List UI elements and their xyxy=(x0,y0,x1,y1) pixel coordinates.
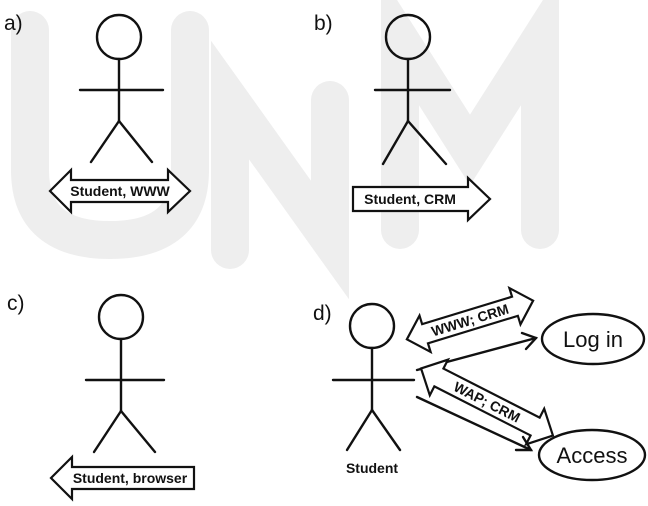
arrow-b-right: Student, CRM xyxy=(351,175,492,223)
double-arrow-a-shape xyxy=(48,167,192,215)
association-login-arrowhead xyxy=(520,331,539,351)
panel-a-label: a) xyxy=(4,12,23,35)
usecase-access: Access xyxy=(537,428,647,482)
actor-d-left-leg xyxy=(345,408,374,452)
background-watermark xyxy=(11,0,559,300)
arrow-d-bottom: WAP; CRM xyxy=(419,357,555,447)
arrow-c-left: Student, browser xyxy=(49,454,196,502)
arrow-b-label: Student, CRM xyxy=(364,191,456,207)
actor-d xyxy=(331,302,416,452)
panel-c-label: c) xyxy=(7,292,25,315)
double-arrow-d-bottom-shape xyxy=(419,357,555,447)
actor-a-right-leg xyxy=(117,119,154,164)
actor-a xyxy=(78,13,165,164)
usecase-login: Log in xyxy=(540,312,646,366)
actor-b-left-leg xyxy=(381,119,410,166)
panel-b: b) Student, CRM xyxy=(314,12,492,223)
arrow-a-label: Student, WWW xyxy=(70,183,170,199)
arrow-d-top: WWW; CRM xyxy=(405,285,535,355)
actor-c-head xyxy=(97,293,145,341)
actor-c-right-leg xyxy=(119,409,157,454)
panel-d-label: d) xyxy=(313,302,332,325)
actor-a-head xyxy=(95,13,143,61)
panel-d: d) Student WWW; CRM WAP; CRM Log in xyxy=(313,285,647,482)
actor-c xyxy=(84,293,166,454)
panel-a: a) Student, WWW xyxy=(4,12,192,215)
arrow-c-label: Student, browser xyxy=(73,470,188,486)
association-access-line xyxy=(415,395,533,452)
usecase-access-ellipse xyxy=(537,428,647,482)
usecase-login-ellipse xyxy=(540,312,646,366)
panel-c: c) Student, browser xyxy=(7,292,196,502)
double-arrow-d-top-shape xyxy=(405,285,535,355)
usecase-login-label: Log in xyxy=(563,327,623,352)
actor-c-left-leg xyxy=(92,409,123,454)
association-access-arrowhead xyxy=(514,435,534,452)
left-arrow-c-shape xyxy=(49,454,196,502)
actor-d-head xyxy=(348,302,396,350)
actor-b xyxy=(373,13,452,166)
usecase-access-label: Access xyxy=(557,443,628,468)
actor-a-left-leg xyxy=(89,119,121,164)
arrow-a-double: Student, WWW xyxy=(48,167,192,215)
right-arrow-b-shape xyxy=(351,175,492,223)
panel-b-label: b) xyxy=(314,12,333,35)
actor-b-right-leg xyxy=(406,119,448,166)
actor-d-name: Student xyxy=(346,460,398,476)
actor-d-right-leg xyxy=(370,408,402,452)
